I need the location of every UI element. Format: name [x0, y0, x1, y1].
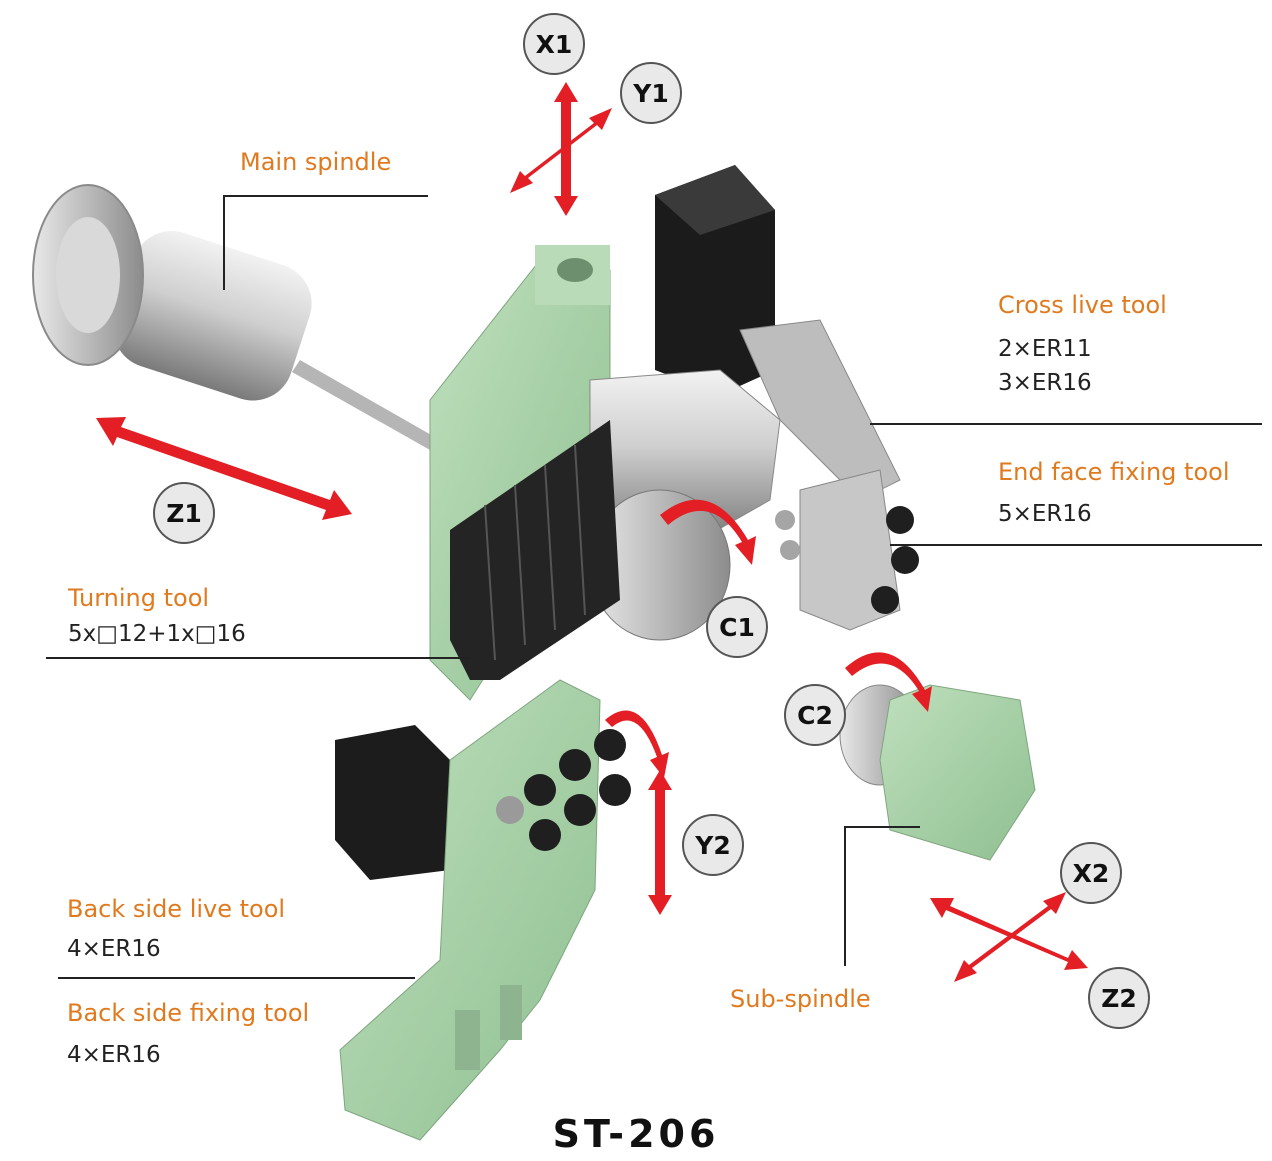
axis-badge-x1: X1	[523, 13, 585, 75]
leader-main-spindle	[223, 195, 428, 290]
axis-badge-c1: C1	[706, 596, 768, 658]
main-spindle	[32, 184, 440, 450]
leader-sub-spindle	[844, 826, 920, 966]
z2-arrow	[930, 898, 1088, 970]
back-side-fixing-tool-label: Back side fixing tool	[67, 999, 310, 1027]
end-face-fixing-tool-spec: 5×ER16	[998, 501, 1092, 527]
end-face-tool-block	[775, 469, 919, 631]
axis-badge-y2: Y2	[682, 814, 744, 876]
turning-tool-label: Turning tool	[68, 584, 210, 612]
axis-badge-z2: Z2	[1088, 967, 1150, 1029]
cross-live-tool-spec-1: 2×ER11	[998, 336, 1092, 362]
cross-live-tool-label: Cross live tool	[998, 291, 1167, 319]
sub-spindle	[839, 684, 1036, 861]
end-face-fixing-tool-label: End face fixing tool	[998, 458, 1230, 486]
axis-badge-c2: C2	[784, 684, 846, 746]
axis-badge-y1: Y1	[620, 62, 682, 124]
x1-arrow	[554, 82, 578, 216]
cross-live-tool-spec-2: 3×ER16	[998, 370, 1092, 396]
main-spindle-label: Main spindle	[240, 148, 392, 176]
z1-arrow	[96, 417, 352, 520]
back-side-live-tool-spec: 4×ER16	[67, 936, 161, 962]
model-name: ST-206	[552, 1112, 720, 1156]
leader-lines	[46, 195, 1262, 979]
y1-arrow	[510, 108, 612, 193]
axis-badge-z1: Z1	[153, 482, 215, 544]
sub-spindle-label: Sub-spindle	[730, 985, 871, 1013]
turret-head	[589, 319, 901, 641]
back-side-live-tool-label: Back side live tool	[67, 895, 286, 923]
axis-arrows	[96, 82, 1088, 982]
turning-tool-block	[450, 420, 620, 680]
c1-rotation-arrow	[660, 499, 756, 565]
back-rotation-arrow	[605, 710, 669, 778]
back-side-tool-post	[335, 679, 631, 1141]
turning-tool-spec: 5x□12+1x□16	[68, 621, 246, 647]
y2-arrow	[648, 770, 672, 915]
back-side-fixing-tool-spec: 4×ER16	[67, 1042, 161, 1068]
axis-badge-x2: X2	[1060, 842, 1122, 904]
c2-rotation-arrow	[845, 652, 932, 712]
